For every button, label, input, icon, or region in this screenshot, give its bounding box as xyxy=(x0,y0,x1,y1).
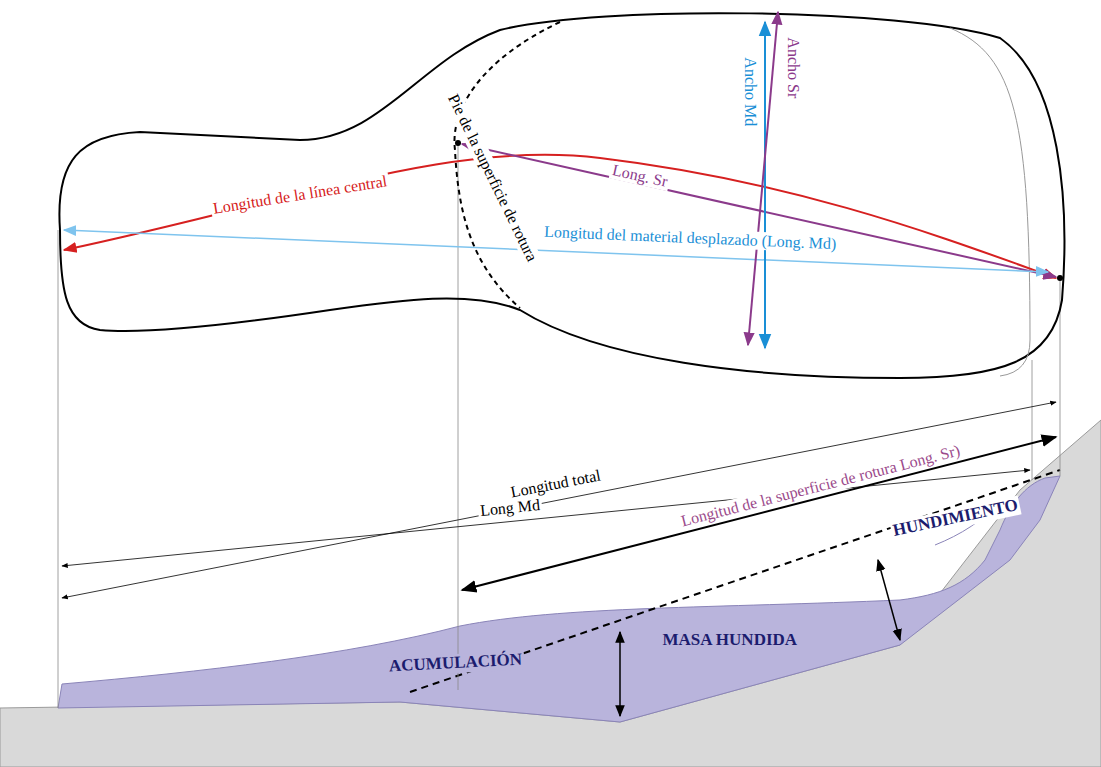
dimension-label: MASA HUNDIDA xyxy=(661,631,800,650)
dimension-label: Long. Sr xyxy=(609,161,671,191)
dimension-label: Ancho Sr xyxy=(784,35,802,100)
dimension-label: Long Md xyxy=(477,496,542,520)
dimension-label: Longitud de la línea central xyxy=(210,172,390,218)
dimension-label: Longitud del material desplazado (Long. … xyxy=(542,223,839,253)
dimension-label: Longitud total xyxy=(507,466,604,501)
dimension-label: Ancho Md xyxy=(741,55,759,128)
